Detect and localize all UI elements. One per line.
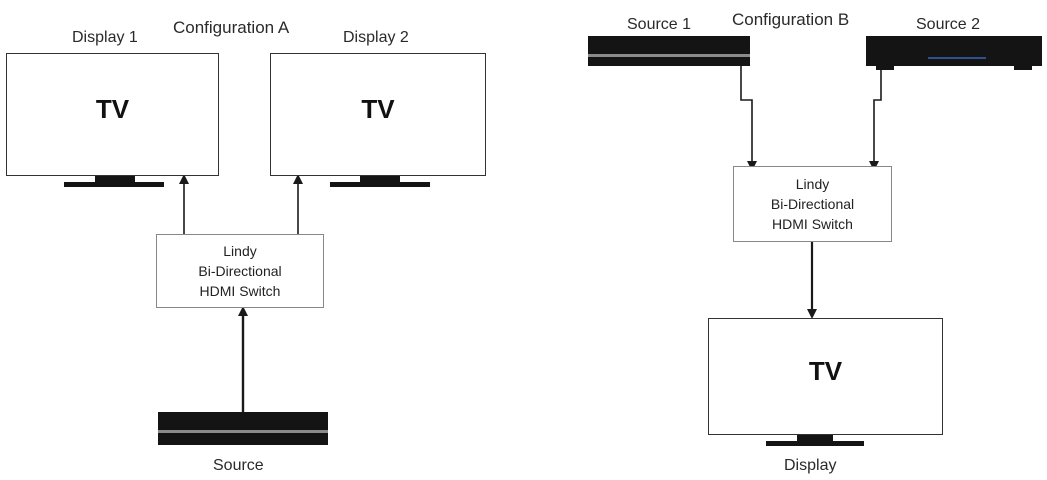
switch-a-line-3: HDMI Switch: [199, 283, 281, 299]
source-device-a: [158, 412, 328, 445]
source-2-label: Source 2: [916, 16, 981, 33]
tv-display: TV: [708, 318, 943, 435]
tv-display-1-text: TV: [95, 94, 130, 124]
config-b-title: Configuration B: [732, 10, 850, 29]
switch-a-line-1: Lindy: [223, 243, 257, 259]
display-2-label: Display 2: [343, 29, 409, 46]
tv-display-1: TV: [6, 53, 219, 176]
switch-b-line-1: Lindy: [795, 176, 830, 192]
source-1-label: Source 1: [627, 16, 692, 33]
switch-a-line-2: Bi-Directional: [198, 263, 282, 279]
arrow-source-1-to-switch: [740, 66, 757, 171]
lindy-switch-a: Lindy Bi-Directional HDMI Switch: [156, 234, 324, 308]
config-a-title: Configuration A: [173, 18, 290, 37]
tv-stand-display-1: [64, 175, 164, 187]
source-1-device: [588, 36, 750, 66]
source-2-device: [866, 36, 1042, 70]
arrow-source-2-to-switch: [869, 70, 882, 171]
display-label: Display: [784, 457, 837, 474]
display-1-label: Display 1: [72, 29, 138, 46]
tv-display-text: TV: [808, 356, 843, 386]
tv-stand-display-2: [330, 175, 430, 187]
switch-b-line-2: Bi-Directional: [770, 196, 855, 212]
source-label: Source: [213, 457, 264, 474]
lindy-switch-b: Lindy Bi-Directional HDMI Switch: [733, 166, 892, 242]
switch-b-line-3: HDMI Switch: [772, 216, 853, 232]
tv-display-2-text: TV: [361, 94, 395, 124]
tv-stand-display: [766, 434, 864, 446]
tv-display-2: TV: [270, 53, 486, 176]
